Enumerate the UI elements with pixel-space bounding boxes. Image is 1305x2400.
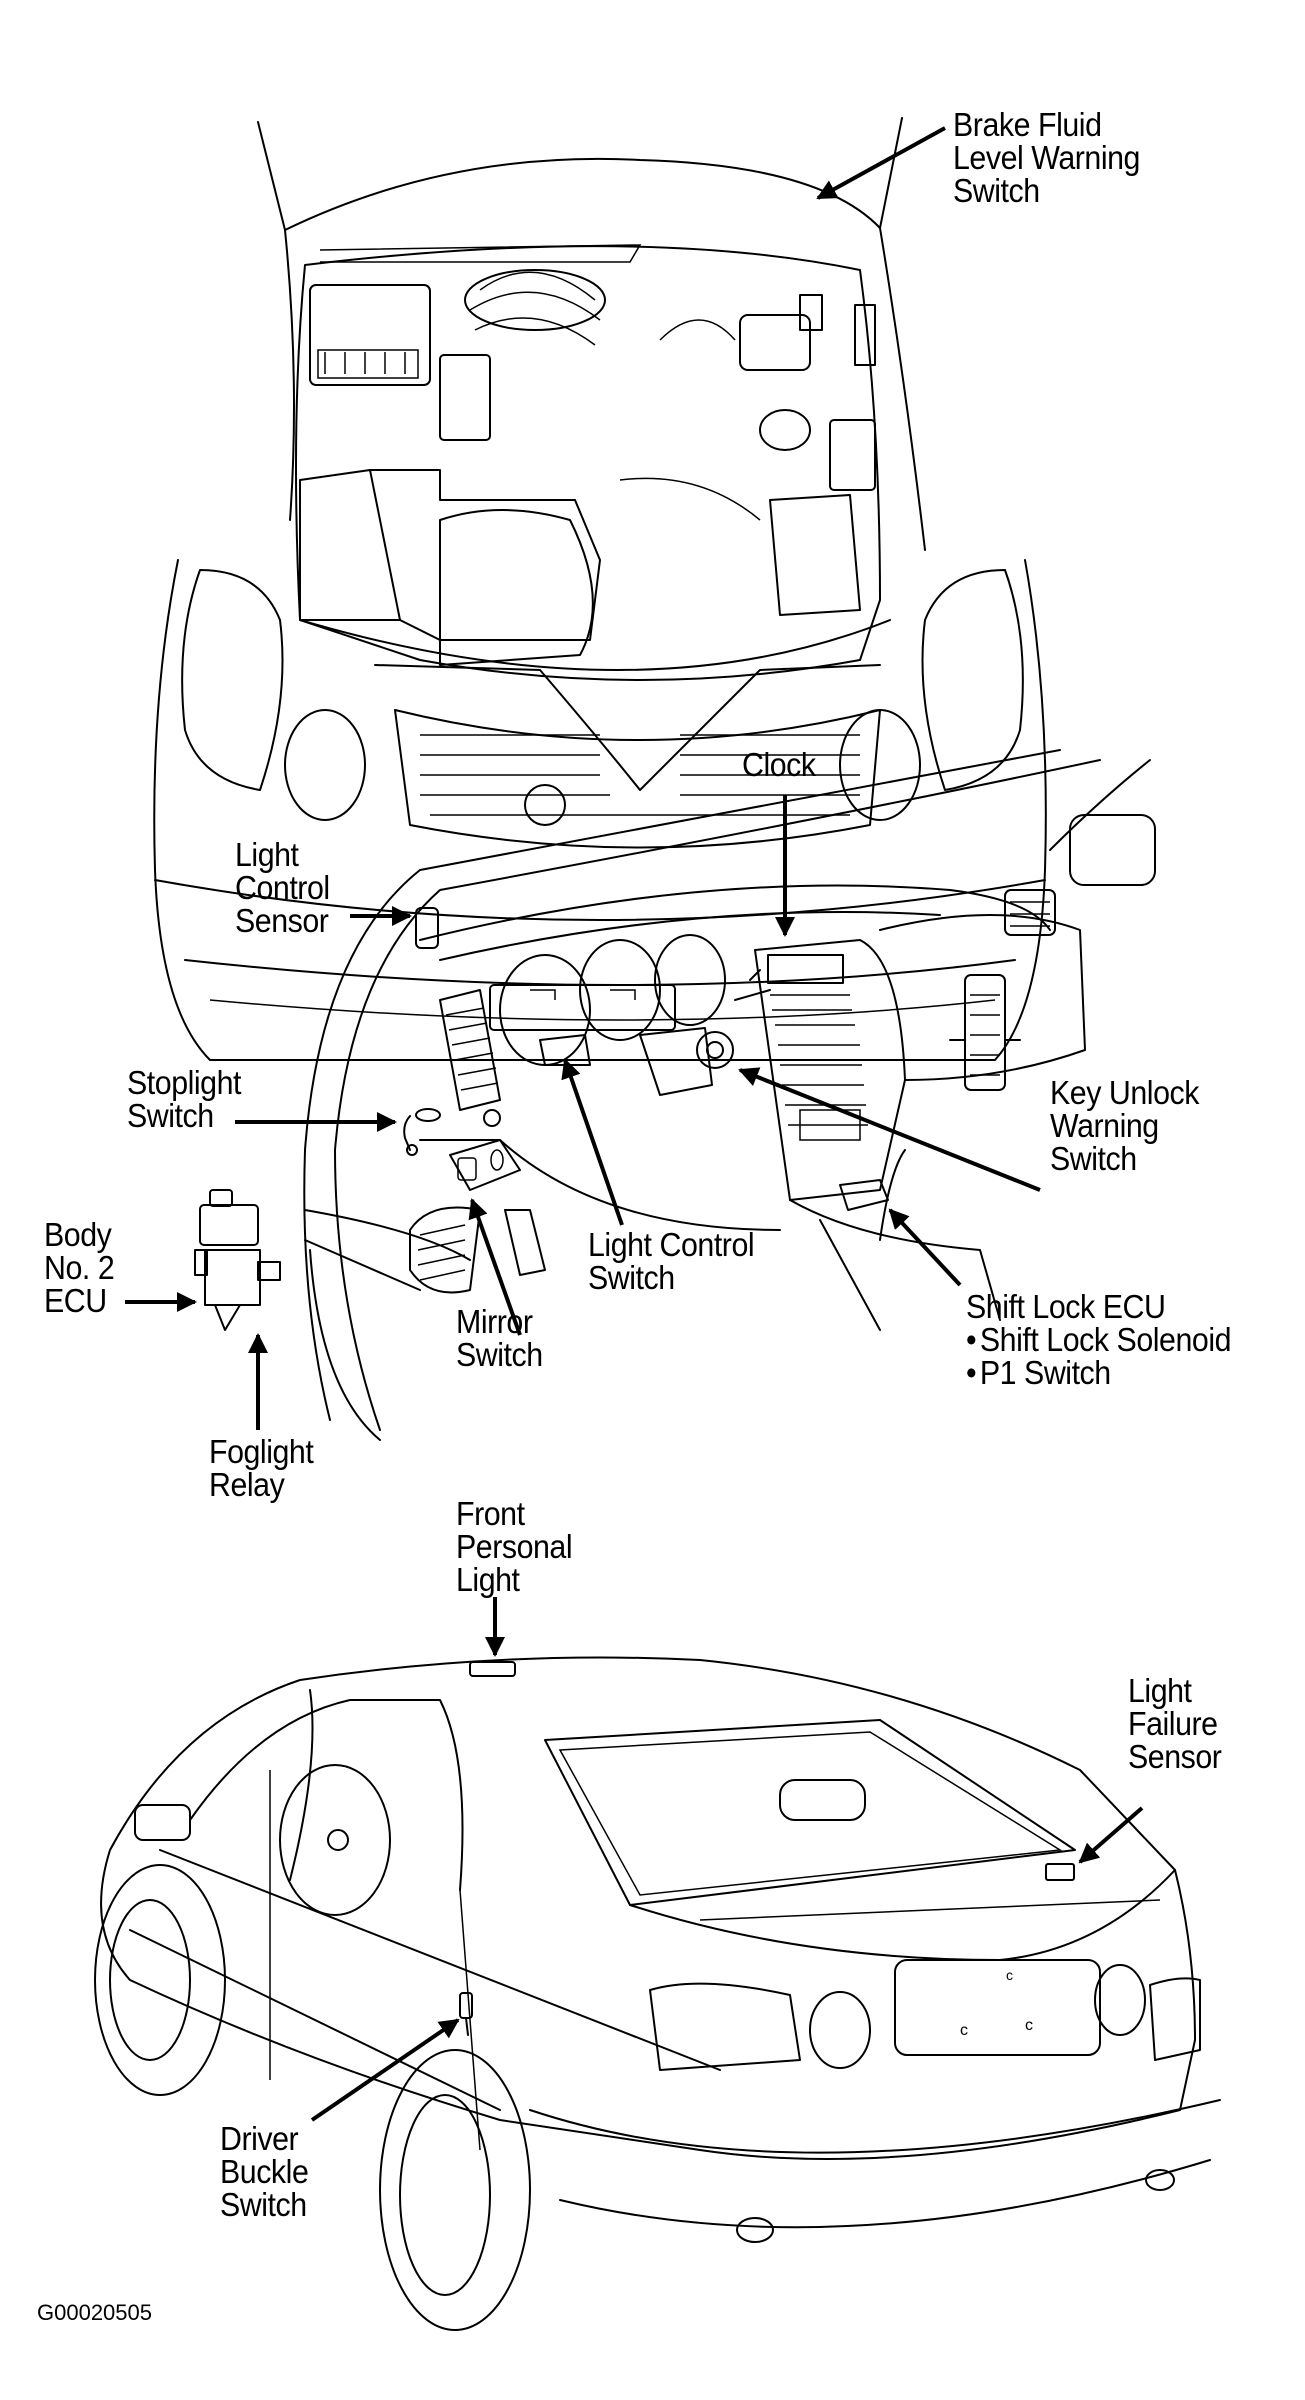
svg-text:c: c — [1006, 1967, 1013, 1983]
label-mirror-switch: Mirror Switch — [456, 1305, 543, 1371]
label-line: Switch — [456, 1336, 543, 1373]
arrow-mirror-switch — [468, 1198, 522, 1336]
label-line: Personal — [456, 1528, 573, 1565]
arrow-key-unlock — [738, 1067, 1041, 1192]
arrow-driver-buckle-switch — [310, 2018, 460, 2122]
label-body-no2-ecu: Body No. 2 ECU — [44, 1216, 115, 1319]
label-foglight-relay: Foglight Relay — [209, 1433, 314, 1503]
label-line: Switch — [1050, 1140, 1137, 1177]
label-line: Light Control — [588, 1226, 755, 1263]
svg-text:c: c — [1025, 2017, 1033, 2034]
label-line: ECU — [44, 1282, 107, 1319]
label-brake-fluid-level-warning-switch: Brake Fluid Level Warning Switch — [953, 108, 1140, 207]
label-line: Clock — [742, 746, 816, 783]
label-line: Body — [44, 1216, 112, 1253]
label-line: Switch — [127, 1097, 214, 1134]
label-line: Stoplight — [127, 1064, 242, 1101]
label-front-personal-light: Front Personal Light — [456, 1495, 573, 1598]
arrow-brake-fluid — [816, 126, 946, 200]
label-line: Driver — [220, 2120, 299, 2157]
label-line: Brake Fluid — [953, 106, 1102, 143]
label-driver-buckle-switch: Driver Buckle Switch — [220, 2120, 309, 2223]
label-line: Switch — [588, 1259, 675, 1296]
body-ecu-illustration — [194, 1189, 281, 1331]
label-light-failure-sensor: Light Failure Sensor — [1128, 1672, 1222, 1775]
label-light-control-switch: Light Control Switch — [588, 1226, 755, 1296]
vehicle-rear-illustration: c c c — [94, 1656, 1221, 2331]
label-shift-lock-ecu: Shift Lock ECU Shift Lock Solenoid P1 Sw… — [966, 1290, 1231, 1389]
label-line: Control — [235, 869, 330, 906]
label-light-control-sensor: Light Control Sensor — [235, 838, 330, 937]
label-bullet-item: P1 Switch — [966, 1356, 1231, 1389]
label-line: Light — [235, 836, 299, 873]
label-line: Warning — [1050, 1107, 1159, 1144]
callout-arrows — [125, 126, 1144, 2122]
arrow-shift-lock-ecu — [888, 1208, 962, 1287]
label-line: Key Unlock — [1050, 1074, 1199, 1111]
label-line: No. 2 — [44, 1249, 115, 1286]
label-line: Shift Lock ECU — [966, 1288, 1166, 1325]
figure-id: G00020505 — [37, 2300, 152, 2325]
label-bullet-item: Shift Lock Solenoid — [966, 1323, 1232, 1356]
label-line: Switch — [953, 172, 1040, 209]
label-line: Mirror — [456, 1303, 533, 1340]
label-line: Front — [456, 1495, 525, 1532]
label-line: Light — [456, 1561, 520, 1598]
label-line: Sensor — [235, 902, 329, 939]
label-line: Foglight — [209, 1433, 314, 1470]
arrow-light-control-switch — [561, 1058, 624, 1226]
svg-text:c: c — [960, 2022, 968, 2039]
label-stoplight-switch: Stoplight Switch — [127, 1066, 241, 1132]
engine-compartment-illustration — [153, 117, 1047, 1061]
label-line: Switch — [220, 2186, 307, 2223]
arrow-light-failure-sensor — [1078, 1806, 1144, 1864]
label-clock: Clock — [742, 748, 816, 781]
label-line: Sensor — [1128, 1738, 1222, 1775]
label-line: Relay — [209, 1466, 285, 1503]
label-line: Light — [1128, 1672, 1192, 1709]
label-line: Buckle — [220, 2153, 309, 2190]
label-key-unlock-warning-switch: Key Unlock Warning Switch — [1050, 1076, 1199, 1175]
label-line: Level Warning — [953, 139, 1140, 176]
label-line: Failure — [1128, 1705, 1218, 1742]
